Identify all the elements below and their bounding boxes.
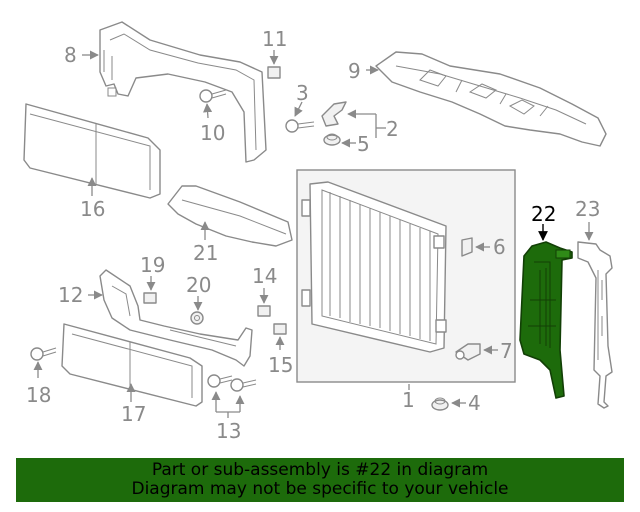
- part-18-bolt: [30, 347, 57, 361]
- callout-4: 4: [468, 391, 481, 415]
- part-22-air-deflector: [519, 241, 573, 399]
- callout-7: 7: [500, 339, 513, 363]
- leader-10: [203, 103, 213, 119]
- part-20-nut: [190, 311, 204, 325]
- callout-23: 23: [575, 197, 600, 221]
- callout-15: 15: [268, 353, 293, 377]
- part-11-clip: [267, 66, 281, 79]
- part-16-air-panel: [23, 103, 161, 199]
- part-2-bracket: [321, 101, 347, 127]
- callout-18: 18: [26, 383, 51, 407]
- callout-3: 3: [296, 81, 309, 105]
- part-15-clip: [273, 323, 287, 335]
- part-3-bolt: [285, 119, 315, 133]
- callout-6: 6: [493, 235, 506, 259]
- part-7-plug: [455, 343, 481, 361]
- callout-8: 8: [64, 43, 77, 67]
- banner-line-1: Part or sub-assembly is #22 in diagram: [151, 460, 489, 480]
- leader-3: [294, 101, 303, 117]
- callout-21: 21: [193, 241, 218, 265]
- callout-17: 17: [121, 402, 146, 426]
- callout-1: 1: [402, 388, 415, 412]
- part-5-grommet: [323, 133, 341, 146]
- part-17-lower-panel: [61, 323, 203, 407]
- callout-20: 20: [186, 273, 211, 297]
- callout-14: 14: [252, 264, 277, 288]
- part-8-upper-baffle: [99, 21, 267, 163]
- callout-11: 11: [262, 27, 287, 51]
- part-12-lower-baffle: [99, 269, 253, 367]
- part-19-clip: [143, 292, 157, 304]
- callout-10: 10: [200, 121, 225, 145]
- callout-19: 19: [140, 253, 165, 277]
- callout-16: 16: [80, 197, 105, 221]
- part-6-bracket: [461, 237, 473, 257]
- part-1-radiator: [301, 181, 447, 353]
- part-21-lower-shield: [167, 185, 293, 247]
- callout-12: 12: [58, 283, 83, 307]
- callout-2: 2: [386, 117, 399, 141]
- callout-5: 5: [357, 132, 370, 156]
- part-4-grommet: [431, 397, 449, 411]
- part-10-bolt: [199, 89, 227, 103]
- banner-line-2: Diagram may not be specific to your vehi…: [131, 479, 509, 499]
- part-23-side-seal: [577, 241, 613, 409]
- callout-9: 9: [348, 59, 361, 83]
- part-14-clip: [257, 305, 271, 317]
- callout-13: 13: [216, 419, 241, 443]
- info-banner: Part or sub-assembly is #22 in diagram D…: [16, 458, 624, 502]
- part-9-upper-cover: [375, 51, 607, 147]
- callout-22: 22: [531, 202, 556, 226]
- part-13-bolts: [207, 374, 257, 392]
